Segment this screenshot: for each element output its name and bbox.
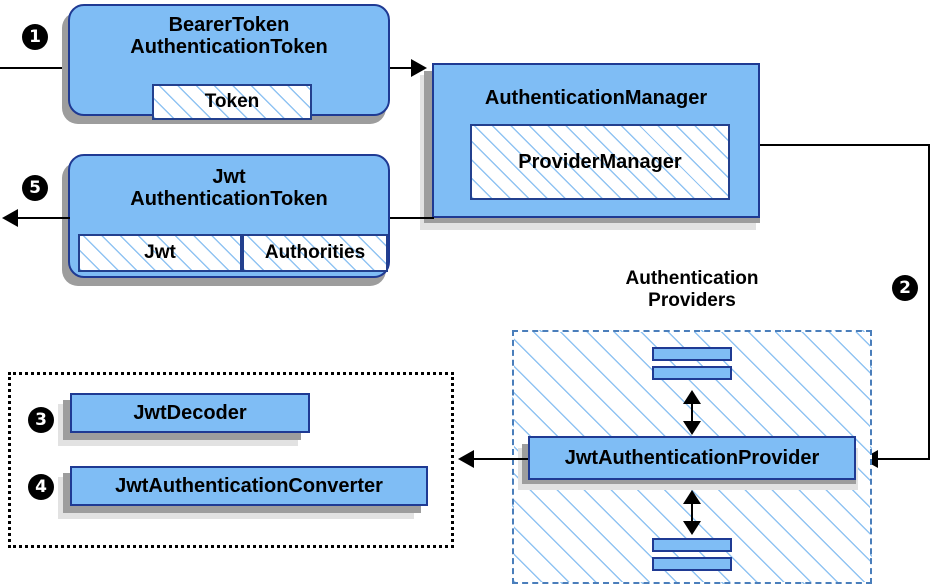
jwt-token-field-authorities: Authorities — [242, 234, 388, 272]
authentication-manager-field-provider-manager: ProviderManager — [470, 124, 730, 200]
step-badge-3-label: 3 — [28, 407, 54, 433]
jwt-token-field-jwt-label: Jwt — [144, 242, 176, 263]
jwt-authentication-provider-title: JwtAuthenticationProvider — [564, 446, 820, 469]
jwt-authentication-converter-box: JwtAuthenticationConverter — [70, 466, 428, 506]
jwt-authentication-converter-title: JwtAuthenticationConverter — [115, 474, 383, 497]
step-badge-4: 4 — [28, 474, 54, 500]
connector-token-to-manager-arrowhead — [411, 59, 427, 77]
connector-outbound-response — [16, 217, 70, 219]
step-badge-4-label: 4 — [28, 474, 54, 500]
collapsed-provider-bar-bottom-2 — [652, 557, 732, 571]
jwt-decoder-title: JwtDecoder — [133, 401, 247, 424]
jwt-authentication-token-box: Jwt AuthenticationToken Jwt Authorities — [68, 154, 390, 278]
connector-manager-to-provider-vertical — [928, 144, 930, 460]
step-badge-3: 3 — [28, 407, 54, 433]
jwt-token-title: Jwt AuthenticationToken — [130, 166, 328, 211]
bearer-token-authentication-token-box: BearerToken AuthenticationToken Token — [68, 4, 390, 120]
bearer-token-field-token: Token — [152, 84, 312, 120]
connector-manager-to-jwt-token — [390, 217, 434, 219]
step-badge-5: 5 — [22, 175, 48, 201]
connector-token-to-manager — [390, 67, 418, 69]
connector-provider-to-jwt-support-arrowhead — [458, 450, 474, 468]
connector-manager-to-provider-top — [760, 144, 930, 146]
provider-manager-label: ProviderManager — [518, 150, 682, 173]
connector-inbound-request — [0, 67, 70, 69]
jwt-token-field-jwt: Jwt — [78, 234, 242, 272]
bearer-token-field-token-label: Token — [204, 91, 260, 112]
step-badge-5-label: 5 — [22, 175, 48, 201]
connector-outbound-response-arrowhead — [2, 209, 18, 227]
provider-link-arrow-down-top — [683, 421, 701, 435]
provider-link-arrow-down-bottom — [683, 521, 701, 535]
connector-provider-to-jwt-support — [470, 458, 528, 460]
bearer-token-title: BearerToken AuthenticationToken — [130, 14, 328, 59]
jwt-token-field-authorities-label: Authorities — [264, 242, 366, 263]
step-badge-2-label: 2 — [892, 275, 918, 301]
jwt-authentication-provider-box: JwtAuthenticationProvider — [528, 436, 856, 480]
provider-link-line-bottom — [691, 496, 693, 528]
authentication-manager-title: AuthenticationManager — [484, 87, 708, 109]
collapsed-provider-bar-top-2 — [652, 366, 732, 380]
connector-manager-to-provider-bottom — [874, 458, 930, 460]
provider-link-line-top — [691, 396, 693, 428]
step-badge-1-label: 1 — [22, 24, 48, 50]
collapsed-provider-bar-bottom-1 — [652, 538, 732, 552]
step-badge-1: 1 — [22, 24, 48, 50]
authentication-providers-label: Authentication Providers — [625, 268, 759, 311]
collapsed-provider-bar-top-1 — [652, 347, 732, 361]
authentication-manager-box: AuthenticationManager ProviderManager — [432, 63, 760, 218]
jwt-decoder-box: JwtDecoder — [70, 393, 310, 433]
jwt-support-region — [8, 372, 454, 548]
step-badge-2: 2 — [892, 275, 918, 301]
